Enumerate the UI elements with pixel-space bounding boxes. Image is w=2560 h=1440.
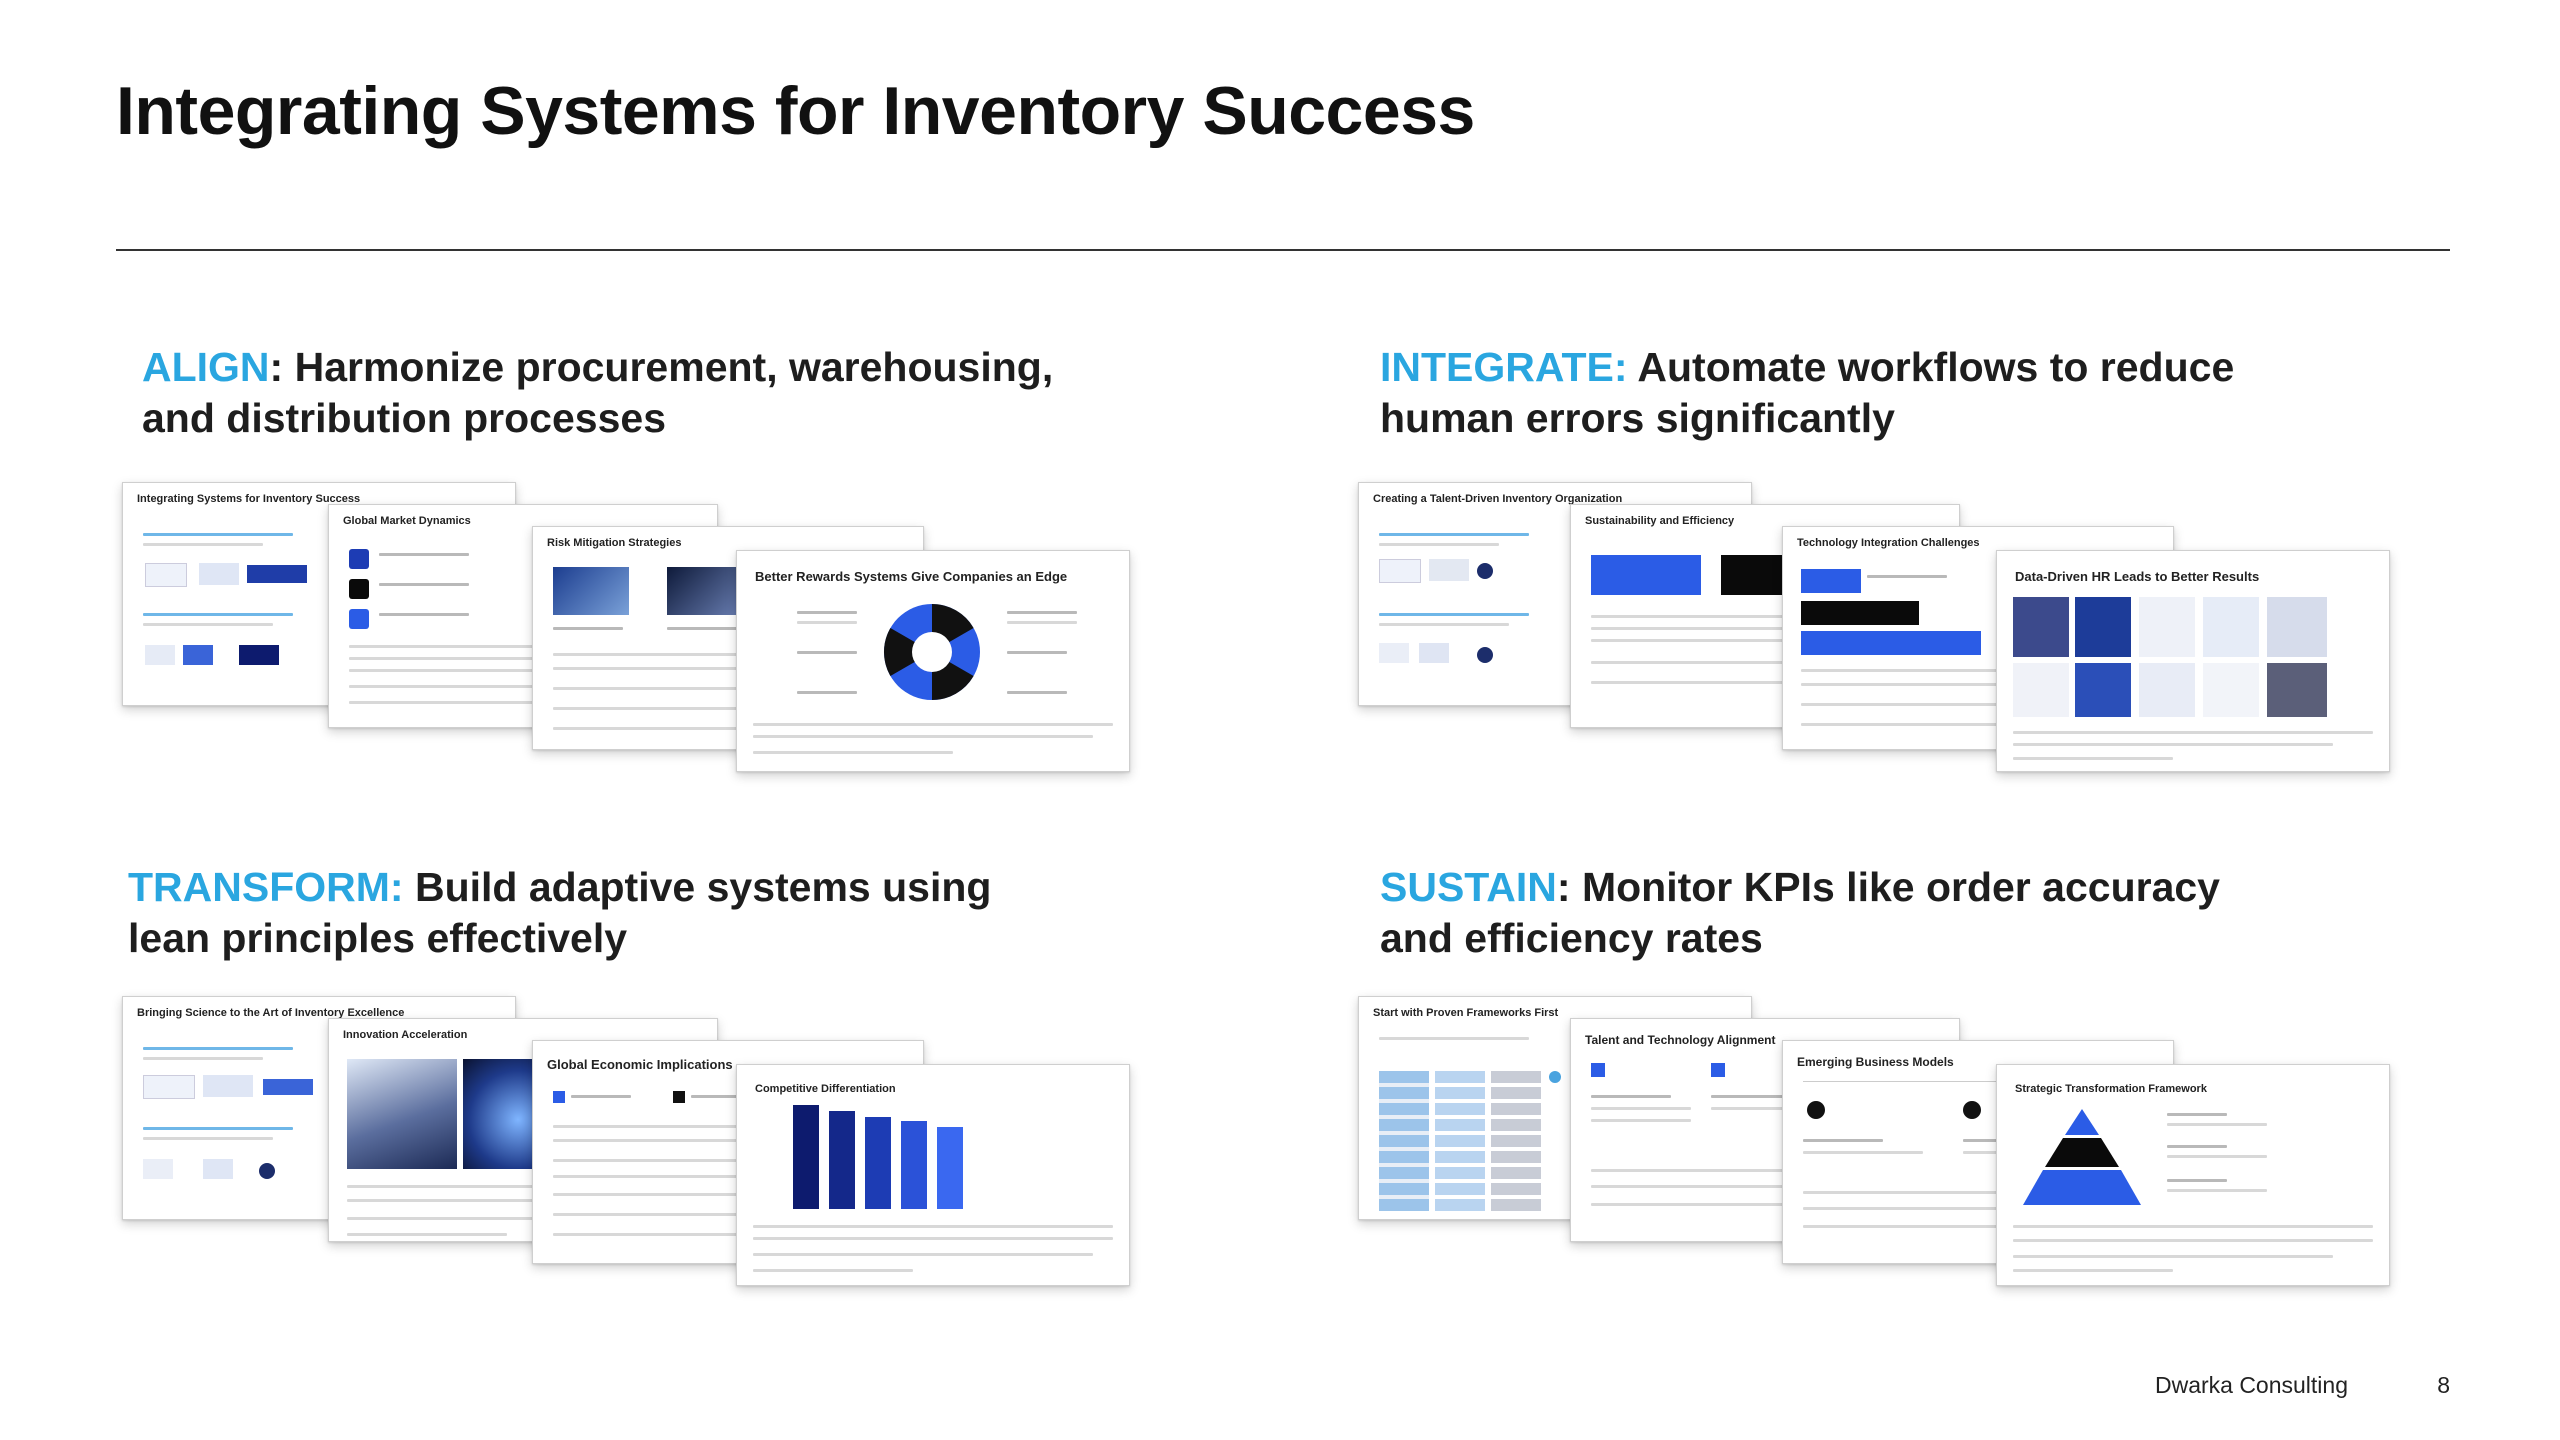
thumbnail-title: Emerging Business Models [1797,1055,1954,1069]
thumbnail-title: Integrating Systems for Inventory Succes… [137,493,361,505]
thumbnail-title: Talent and Technology Alignment [1585,1033,1776,1047]
thumbnail-title: Strategic Transformation Framework [2015,1083,2207,1095]
integrate-thumbnail-cascade: Creating a Talent-Driven Inventory Organ… [1358,482,2390,782]
sustain-separator: : [1556,864,1582,910]
slide-thumbnail[interactable]: Competitive Differentiation [736,1064,1130,1286]
align-heading-line1: Harmonize procurement, warehousing, [294,344,1054,390]
thumbnail-title: Better Rewards Systems Give Companies an… [755,569,1068,584]
align-heading: ALIGN: Harmonize procurement, warehousin… [142,342,1053,444]
thumbnail-title: Data-Driven HR Leads to Better Results [2015,569,2260,584]
transform-heading-line2: lean principles effectively [128,915,628,961]
thumbnail-title: Technology Integration Challenges [1797,537,1980,549]
integrate-heading: INTEGRATE: Automate workflows to reduce … [1380,342,2234,444]
integrate-separator [1628,344,1638,390]
slide-thumbnail[interactable]: Data-Driven HR Leads to Better Results [1996,550,2390,772]
slide-thumbnail[interactable]: Better Rewards Systems Give Companies an… [736,550,1130,772]
integrate-heading-line2: human errors significantly [1380,395,1895,441]
integrate-keyword: INTEGRATE: [1380,344,1628,390]
thumbnail-title: Competitive Differentiation [755,1083,896,1095]
thumbnail-title: Creating a Talent-Driven Inventory Organ… [1373,493,1623,505]
transform-heading-line1: Build adaptive systems using [414,864,992,910]
sustain-thumbnail-cascade: Start with Proven Frameworks First Talen… [1358,996,2390,1296]
bar-mark [793,1105,819,1209]
align-thumbnail-cascade: Integrating Systems for Inventory Succes… [122,482,1142,782]
thumbnail-title: Risk Mitigation Strategies [547,537,682,549]
transform-separator [404,864,415,910]
align-separator: : [269,344,295,390]
pyramid-diagram [2023,1109,2141,1205]
sustain-heading-line2: and efficiency rates [1380,915,1763,961]
slide-thumbnail[interactable]: Strategic Transformation Framework [1996,1064,2390,1286]
transform-keyword: TRANSFORM: [128,864,404,910]
sustain-heading-line1: Monitor KPIs like order accuracy [1581,864,2220,910]
thumbnail-title: Start with Proven Frameworks First [1373,1007,1559,1019]
title-divider [116,249,2450,251]
bar-mark [901,1121,927,1209]
transform-heading: TRANSFORM: Build adaptive systems using … [128,862,991,964]
sustain-keyword: SUSTAIN [1380,864,1557,910]
thumbnail-title: Innovation Acceleration [343,1029,468,1041]
thumbnail-title: Global Market Dynamics [343,515,471,527]
sustain-heading: SUSTAIN: Monitor KPIs like order accurac… [1380,862,2220,964]
slide-title: Integrating Systems for Inventory Succes… [116,73,1475,149]
bar-mark [865,1117,891,1209]
bar-mark [829,1111,855,1209]
bar-mark [937,1127,963,1209]
thumbnail-title: Bringing Science to the Art of Inventory… [137,1007,405,1019]
cycle-diagram [883,604,980,700]
transform-thumbnail-cascade: Bringing Science to the Art of Inventory… [122,996,1142,1296]
align-keyword: ALIGN [142,344,270,390]
align-heading-line2: and distribution processes [142,395,666,441]
thumbnail-title: Sustainability and Efficiency [1585,515,1735,527]
integrate-heading-line1: Automate workflows to reduce [1637,344,2235,390]
thumbnail-title: Global Economic Implications [547,1057,733,1072]
footer-company: Dwarka Consulting [2154,1372,2348,1398]
page-number: 8 [2437,1372,2450,1398]
